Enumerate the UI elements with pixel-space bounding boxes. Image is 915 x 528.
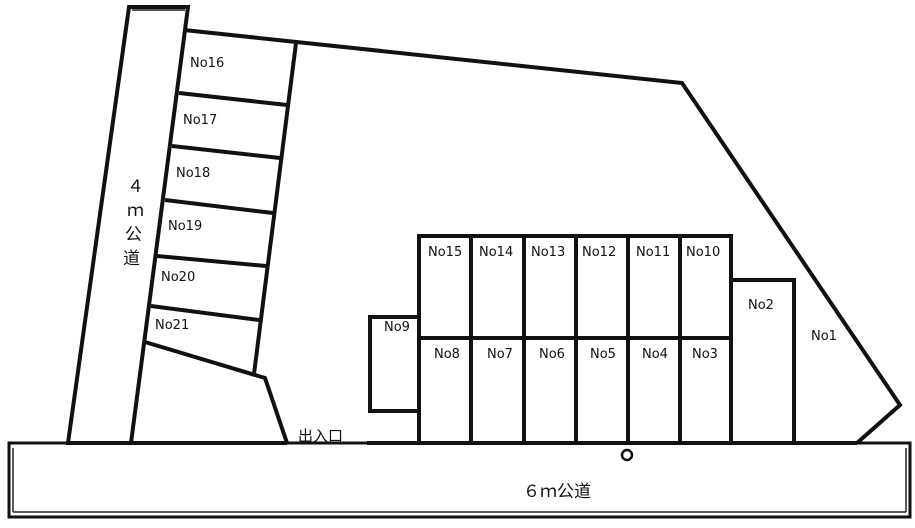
center-block xyxy=(417,234,733,445)
space-label-No4: No4 xyxy=(642,347,668,362)
space-label-No8: No8 xyxy=(434,347,460,362)
bottom-road xyxy=(7,441,912,519)
space-label-No15: No15 xyxy=(428,245,462,260)
bottom-road-label: ６ｍ公道 xyxy=(523,482,591,502)
space-label-No14: No14 xyxy=(479,245,513,260)
marker-circle-icon xyxy=(620,448,634,462)
left-road-label-char: ４ xyxy=(127,177,144,197)
space-label-No18: No18 xyxy=(176,166,210,181)
left-road-label-char: ｍ xyxy=(127,201,144,221)
lot-boundary xyxy=(183,28,903,445)
space-label-No20: No20 xyxy=(161,270,195,285)
space-label-No1: No1 xyxy=(811,329,837,344)
left-road-label-char: 公 xyxy=(125,225,142,245)
left-road-label-char: 道 xyxy=(123,249,140,269)
space-No9-outline xyxy=(368,315,421,413)
left-road-label: ４ ｍ 公 道 xyxy=(123,177,144,269)
left-column-spaces xyxy=(144,42,298,444)
space-label-No17: No17 xyxy=(183,113,217,128)
space-label-No10: No10 xyxy=(686,245,720,260)
space-label-No21: No21 xyxy=(155,318,189,333)
space-label-No11: No11 xyxy=(636,245,670,260)
entrance-label: 出入口 xyxy=(298,427,343,445)
space-label-No16: No16 xyxy=(190,56,224,71)
space-label-No7: No7 xyxy=(487,347,513,362)
space-label-No19: No19 xyxy=(168,219,202,234)
space-label-No5: No5 xyxy=(590,347,616,362)
space-label-No3: No3 xyxy=(692,347,718,362)
space-label-No13: No13 xyxy=(531,245,565,260)
space-label-No12: No12 xyxy=(582,245,616,260)
space-label-No9: No9 xyxy=(384,320,410,335)
space-label-No6: No6 xyxy=(539,347,565,362)
space-label-No2: No2 xyxy=(748,298,774,313)
space-No2-outline xyxy=(731,278,796,443)
